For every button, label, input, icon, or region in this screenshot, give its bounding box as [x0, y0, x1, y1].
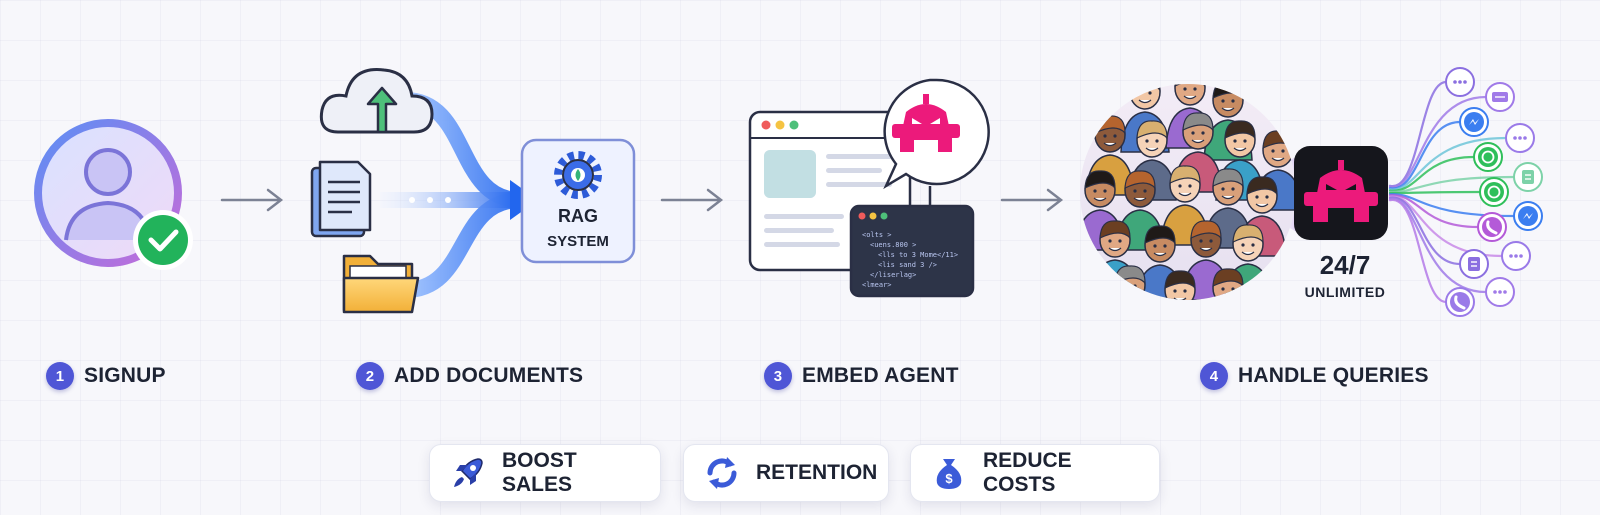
robot-app-icon — [1294, 146, 1388, 240]
step-label-text: SIGNUP — [84, 364, 166, 387]
step-signup: 1 SIGNUP — [46, 362, 166, 390]
code-line: </liserlag> — [870, 271, 916, 279]
document-icon — [310, 160, 372, 238]
money-bag-icon: $ — [936, 459, 962, 489]
code-line: <lls to 3 Mome</11> — [878, 251, 958, 259]
card-channel-icon — [1485, 82, 1515, 112]
add-documents-illustration: RAG SYSTEM — [310, 68, 636, 314]
arrow-icon — [660, 188, 724, 212]
chat-channel-icon — [1501, 241, 1531, 271]
step-add-documents: 2 ADD DOCUMENTS — [356, 362, 583, 390]
availability-hours: 24/7 — [1319, 250, 1371, 280]
code-line: <olts > — [862, 231, 892, 239]
person-figure — [1164, 270, 1196, 300]
gear-icon — [554, 151, 602, 199]
step-embed-agent: 3 EMBED AGENT — [764, 362, 959, 390]
cloud-upload-icon — [319, 68, 434, 134]
wa-channel-icon — [1479, 177, 1509, 207]
step-number-badge: 3 — [764, 362, 792, 390]
benefit-boost-sales: BOOST SALES — [429, 444, 661, 502]
step-label-text: EMBED AGENT — [802, 364, 959, 387]
msg-channel-icon — [1513, 201, 1543, 231]
benefit-reduce-costs: $ REDUCE COSTS — [910, 444, 1160, 502]
availability-scope: UNLIMITED — [1304, 284, 1386, 300]
doc-channel-icon — [1459, 249, 1489, 279]
step-handle-queries: 4 HANDLE QUERIES — [1200, 362, 1429, 390]
step-number-badge: 2 — [356, 362, 384, 390]
benefit-retention: RETENTION — [683, 444, 889, 502]
rag-system-box: RAG SYSTEM — [520, 138, 636, 264]
step-number-badge: 1 — [46, 362, 74, 390]
benefit-label: BOOST SALES — [502, 449, 577, 496]
code-window: <olts > <uens.800 > <lls to 3 Mome</11> … — [849, 204, 975, 298]
rocket-icon — [454, 458, 483, 487]
step-label-text: HANDLE QUERIES — [1238, 364, 1429, 387]
rag-title: RAG — [558, 206, 598, 226]
benefit-label: RETENTION — [756, 461, 878, 484]
step-number-badge: 4 — [1200, 362, 1228, 390]
check-badge-icon — [133, 210, 193, 270]
phone-channel-icon — [1477, 212, 1507, 242]
crowd-image — [1080, 84, 1296, 300]
chat-channel-icon — [1445, 67, 1475, 97]
folder-icon — [342, 254, 420, 314]
arrow-icon — [220, 188, 284, 212]
embed-agent-illustration: <olts > <uens.800 > <lls to 3 Mome</11> … — [748, 78, 990, 298]
rag-subtitle: SYSTEM — [547, 233, 609, 250]
robot-icon — [892, 94, 960, 152]
doc-channel-icon — [1513, 162, 1543, 192]
refresh-icon — [707, 457, 737, 489]
handle-queries-illustration — [1080, 67, 1543, 317]
code-line: <lmear> — [862, 281, 892, 289]
step-label-text: ADD DOCUMENTS — [394, 364, 584, 387]
robot-chat-bubble — [883, 78, 990, 190]
svg-text:$: $ — [945, 471, 953, 486]
code-line: <lis sand 3 /> — [878, 261, 937, 269]
phone-channel-icon — [1445, 287, 1475, 317]
arrow-icon — [1000, 188, 1064, 212]
signup-illustration — [34, 119, 193, 270]
chat-channel-icon — [1505, 123, 1535, 153]
benefit-label: REDUCE COSTS — [983, 449, 1072, 496]
wa-channel-icon — [1473, 142, 1503, 172]
chat-channel-icon — [1485, 277, 1515, 307]
code-line: <uens.800 > — [870, 241, 916, 249]
msg-channel-icon — [1459, 107, 1489, 137]
